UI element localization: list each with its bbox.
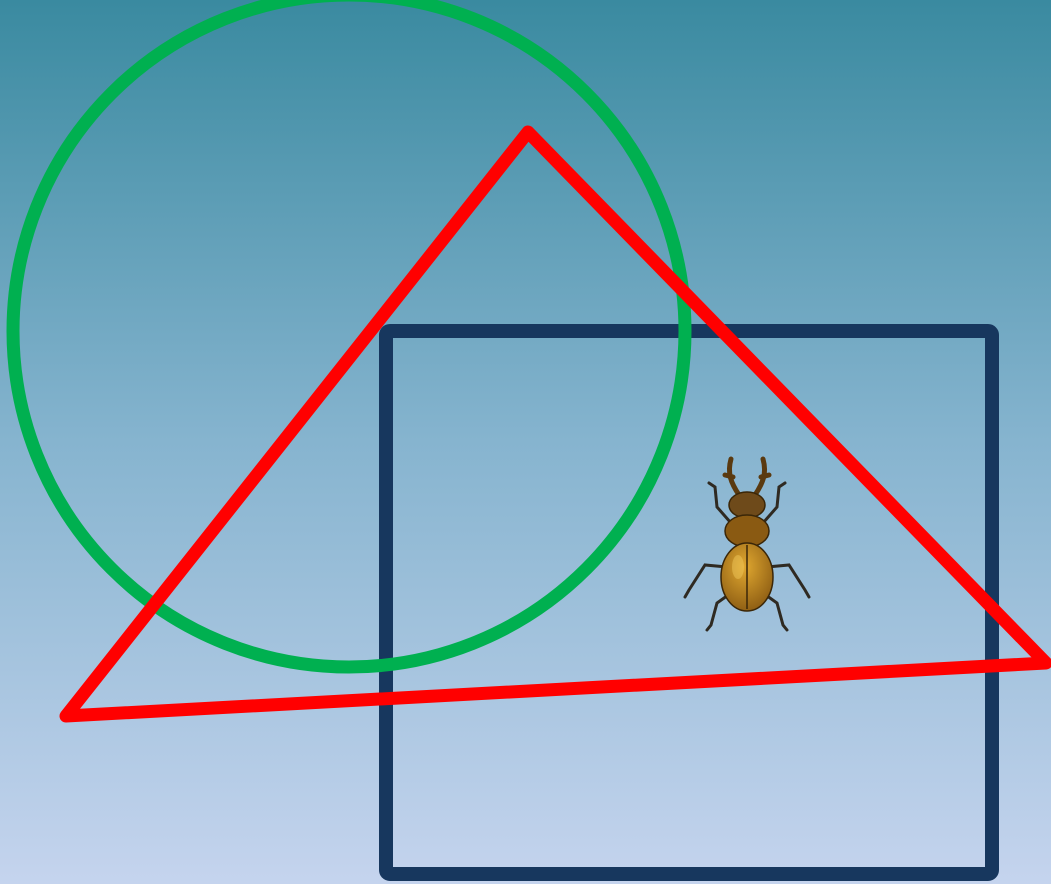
scene [0,0,1051,884]
shapes-canvas [0,0,1051,884]
